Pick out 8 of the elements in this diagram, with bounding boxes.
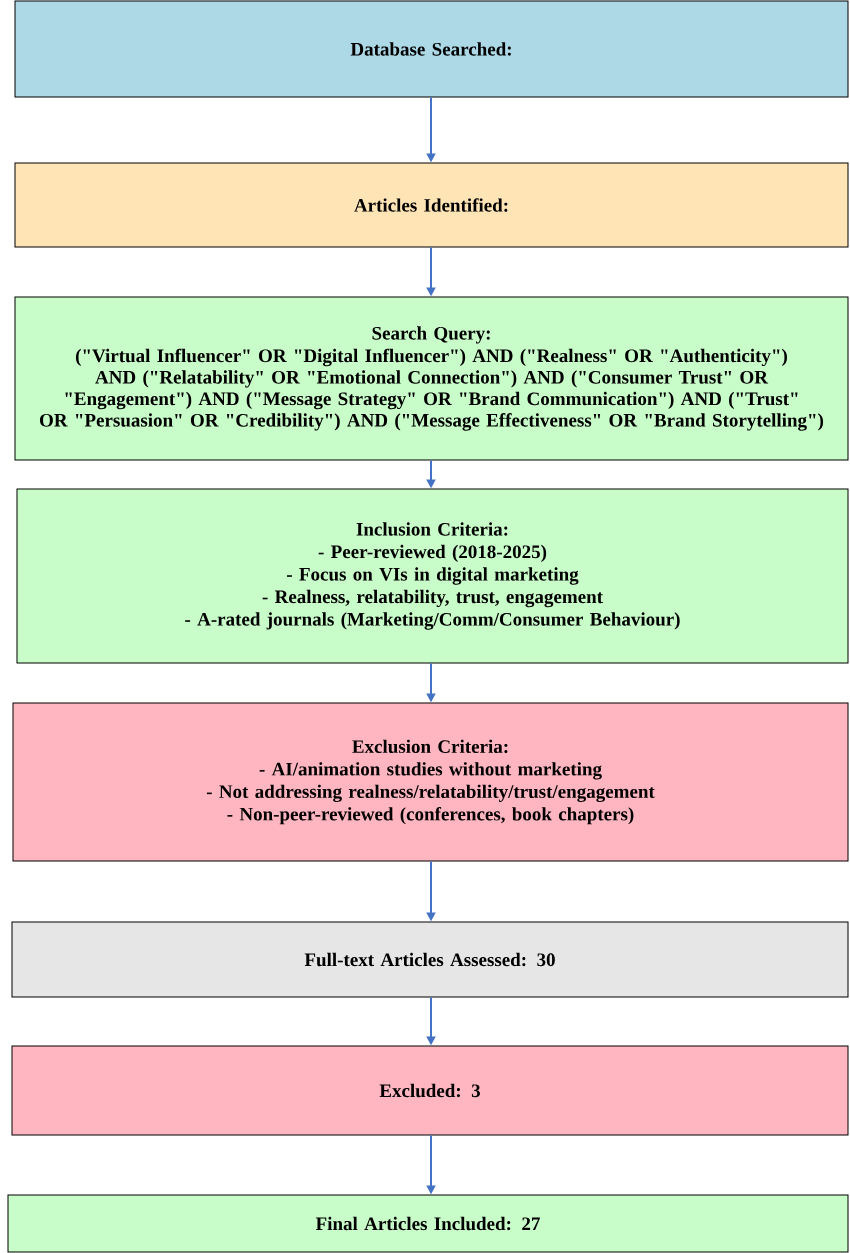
criteria-box: Inclusion Criteria: - Peer-reviewed (2018-2025) - Focus on VIs in digital marketing - Realness, relatability, trust, engagement - A-rated journals (Marketing/Comm/Consumer Behaviour): [16, 488, 849, 664]
exclusion-box: Excluded: 3: [11, 1045, 849, 1136]
database-box: Database Searched:: [14, 0, 849, 98]
assessment-box: Full-text Articles Assessed: 30: [11, 921, 849, 998]
criteria-box: Exclusion Criteria: - AI/animation studies without marketing - Not addressing realness/relatability/trust/engagement - Non-peer-reviewed (conferences, book chapters): [12, 702, 849, 862]
result-box: Final Articles Included: 27: [7, 1194, 849, 1253]
query-box: Search Query: ("Virtual Influencer" OR "Digital Influencer") AND ("Realness" OR "Authenticity") AND ("Relatability" OR "Emotional Connection") AND ("Consumer Trust" OR "Engagement") AND ("Message Strategy" OR "Brand Communication") AND ("Trust" OR "Persuasion" OR "Credibility") AND ("Message Effectiveness" OR "Brand Storytelling"): [14, 296, 849, 461]
identification-box: Articles Identified:: [14, 162, 849, 248]
